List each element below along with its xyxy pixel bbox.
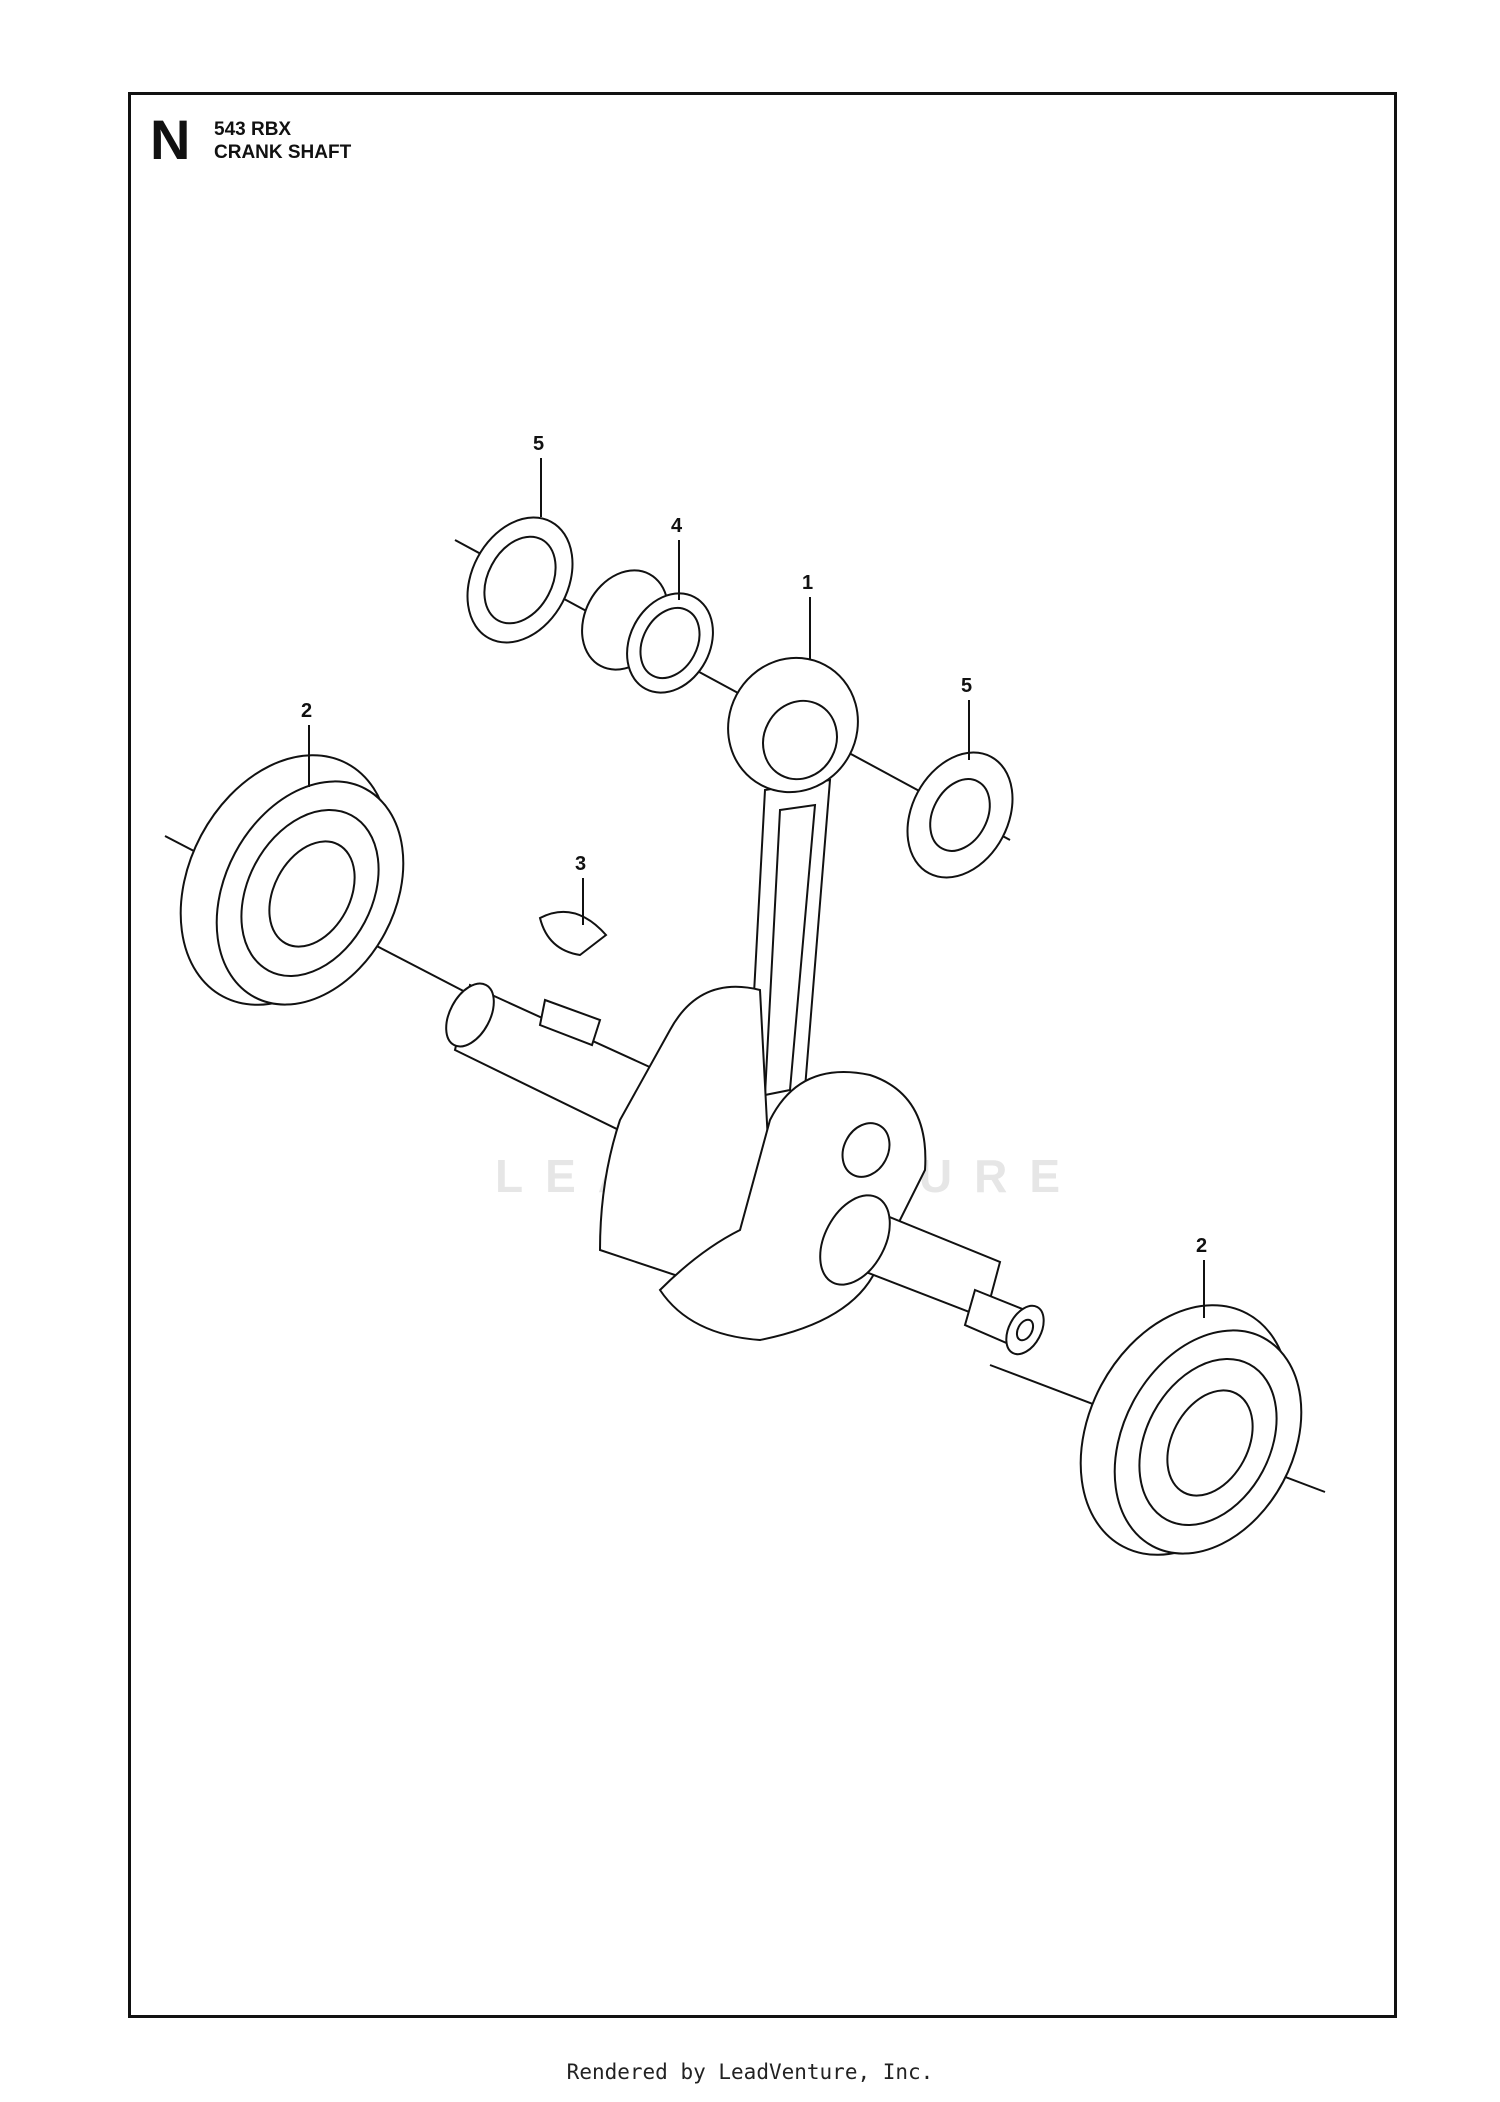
section-letter: N (150, 108, 191, 171)
section-title: CRANK SHAFT (214, 142, 352, 163)
model-number: 543 RBX (214, 119, 292, 140)
crankshaft-web (598, 985, 927, 1342)
part-2-ball-bearing-right (1079, 1304, 1303, 1556)
part-3-woodruff-key (538, 910, 608, 957)
part-4-needle-bearing (581, 569, 714, 694)
part-1-connecting-rod (727, 656, 859, 1162)
part-5-washer-upper (466, 516, 574, 644)
callout-5a: 5 (533, 433, 544, 455)
callout-3: 3 (575, 853, 586, 875)
callout-1: 1 (802, 572, 813, 594)
footer-credit: Rendered by LeadVenture, Inc. (566, 2060, 934, 2084)
callout-4: 4 (671, 515, 683, 537)
crankshaft-right-journal (819, 1194, 1045, 1356)
part-5-washer-lower (906, 751, 1014, 879)
diagram-frame (128, 92, 1397, 2018)
callout-5b: 5 (961, 675, 972, 697)
part-2-ball-bearing-left (179, 754, 405, 1006)
callout-2a: 2 (301, 700, 312, 722)
callout-2b: 2 (1196, 1235, 1207, 1257)
